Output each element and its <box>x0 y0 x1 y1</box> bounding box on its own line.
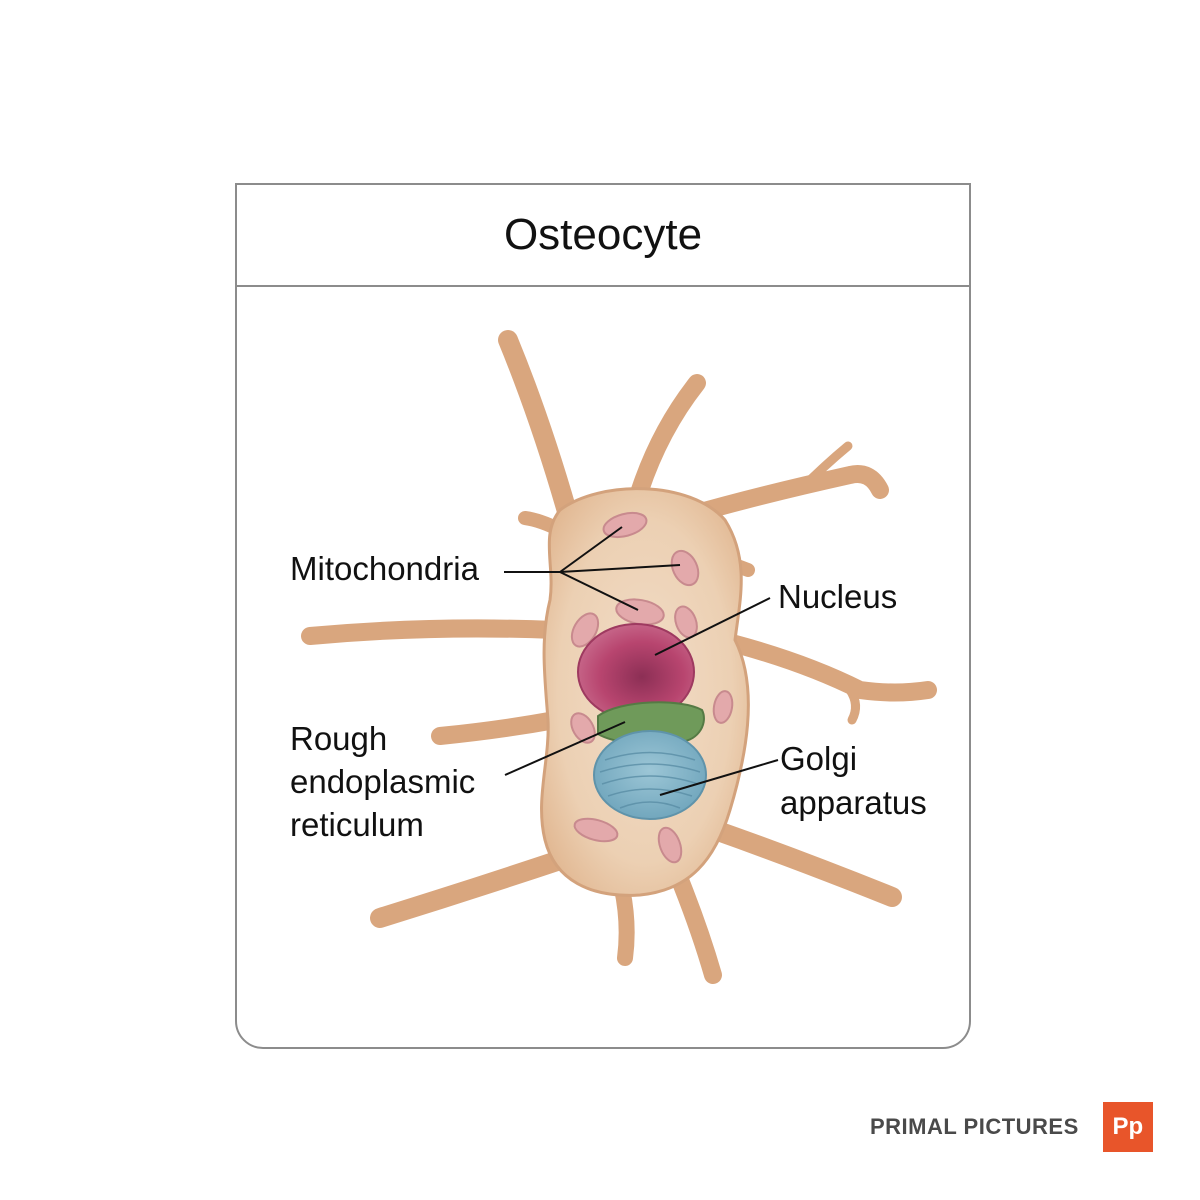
rough-er-label-line3: reticulum <box>290 806 424 843</box>
golgi-label-line1: Golgi <box>780 740 857 777</box>
brand-logo-icon: Pp <box>1103 1102 1153 1152</box>
brand-logo-text: Pp <box>1112 1113 1143 1141</box>
rough-er-label-line1: Rough <box>290 720 387 757</box>
rough-er-label-line2: endoplasmic <box>290 763 475 800</box>
brand-watermark: PRIMAL PICTURES Pp <box>870 1102 1153 1152</box>
mitochondria-label: Mitochondria <box>290 550 480 587</box>
golgi-apparatus <box>594 731 706 819</box>
nucleus-label: Nucleus <box>778 578 897 615</box>
golgi-label-line2: apparatus <box>780 784 927 821</box>
brand-name: PRIMAL PICTURES <box>870 1114 1079 1140</box>
